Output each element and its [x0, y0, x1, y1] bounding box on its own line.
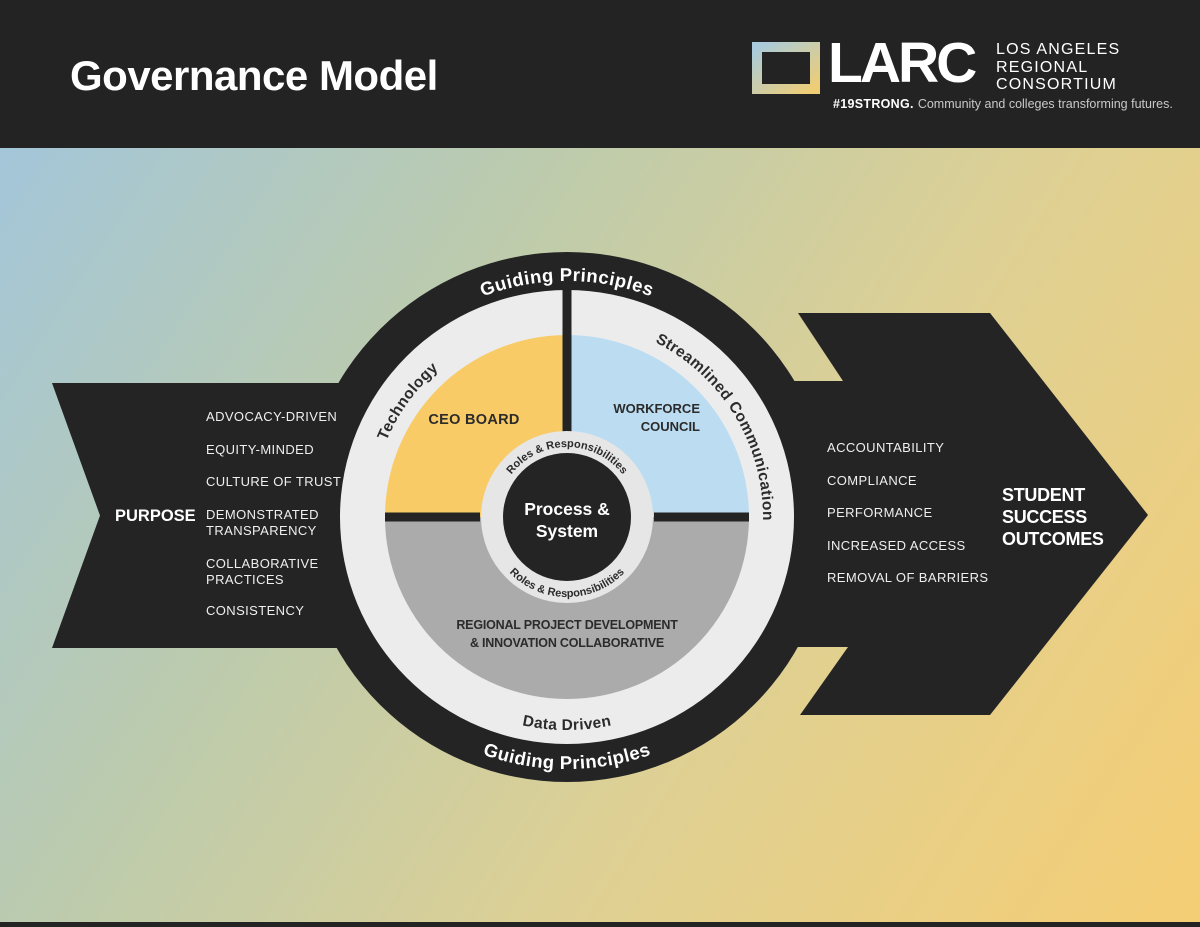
outcomes-arrow-shape [720, 313, 1148, 715]
tagline-text: Community and colleges transforming futu… [917, 97, 1173, 111]
label-workforce: WORKFORCE [613, 401, 700, 416]
label-regional-line1: REGIONAL PROJECT DEVELOPMENT [456, 618, 678, 632]
logo-gradient-frame-icon [752, 42, 820, 94]
outcome-item: REMOVAL OF BARRIERS [827, 570, 988, 585]
label-regional-line2: & INNOVATION COLLABORATIVE [470, 636, 664, 650]
label-process-line1: Process & [524, 499, 610, 519]
logo-org-line: CONSORTIUM [996, 76, 1118, 93]
purpose-item: CULTURE OF TRUST [206, 474, 341, 489]
label-council: COUNCIL [641, 419, 700, 434]
divider-vertical-top [562, 282, 572, 437]
purpose-item: TRANSPARENCY [206, 523, 317, 538]
outcomes-label-line3: OUTCOMES [1002, 529, 1104, 549]
logo-org-line: LOS ANGELES [996, 41, 1121, 58]
arrow-gap-slash-top [730, 313, 843, 381]
label-process-line2: System [536, 521, 598, 541]
purpose-item: PRACTICES [206, 572, 284, 587]
purpose-item: ADVOCACY-DRIVEN [206, 409, 337, 424]
outcome-item: ACCOUNTABILITY [827, 440, 944, 455]
tagline-hashtag: #19STRONG. [833, 97, 914, 111]
purpose-label: PURPOSE [115, 507, 196, 525]
logo-org-name: LOS ANGELES REGIONAL CONSORTIUM [996, 41, 1120, 94]
arc-data-driven: Data Driven [521, 712, 612, 734]
outcome-item: INCREASED ACCESS [827, 538, 966, 553]
logo-org-line: REGIONAL [996, 58, 1089, 76]
purpose-item: CONSISTENCY [206, 603, 304, 618]
label-ceo-board: CEO BOARD [428, 412, 519, 428]
outcome-item: PERFORMANCE [827, 505, 933, 520]
governance-diagram: Guiding Principles Guiding Principles Te… [0, 148, 1200, 927]
center-black-circle [503, 453, 631, 581]
outcome-item: COMPLIANCE [827, 473, 917, 488]
larc-logo-mark [752, 42, 820, 94]
purpose-item: EQUITY-MINDED [206, 442, 314, 457]
bottom-edge-strip [0, 922, 1200, 927]
purpose-item: DEMONSTRATED [206, 507, 319, 522]
outcomes-label-line2: SUCCESS [1002, 507, 1087, 527]
header-bar: Governance Model LARC LOS ANGELES REGION… [0, 0, 1200, 148]
larc-wordmark: LARC [828, 31, 977, 95]
arrow-gap-slash-bottom [732, 647, 848, 715]
logo-tagline: #19STRONG.Community and colleges transfo… [833, 97, 1173, 111]
outcomes-label-line1: STUDENT [1002, 485, 1085, 505]
purpose-item: COLLABORATIVE [206, 556, 319, 571]
segment-regional-collaborative [385, 517, 749, 699]
divider-horizontal-left [385, 512, 480, 522]
page-title: Governance Model [70, 52, 438, 99]
divider-horizontal-right [654, 512, 749, 522]
